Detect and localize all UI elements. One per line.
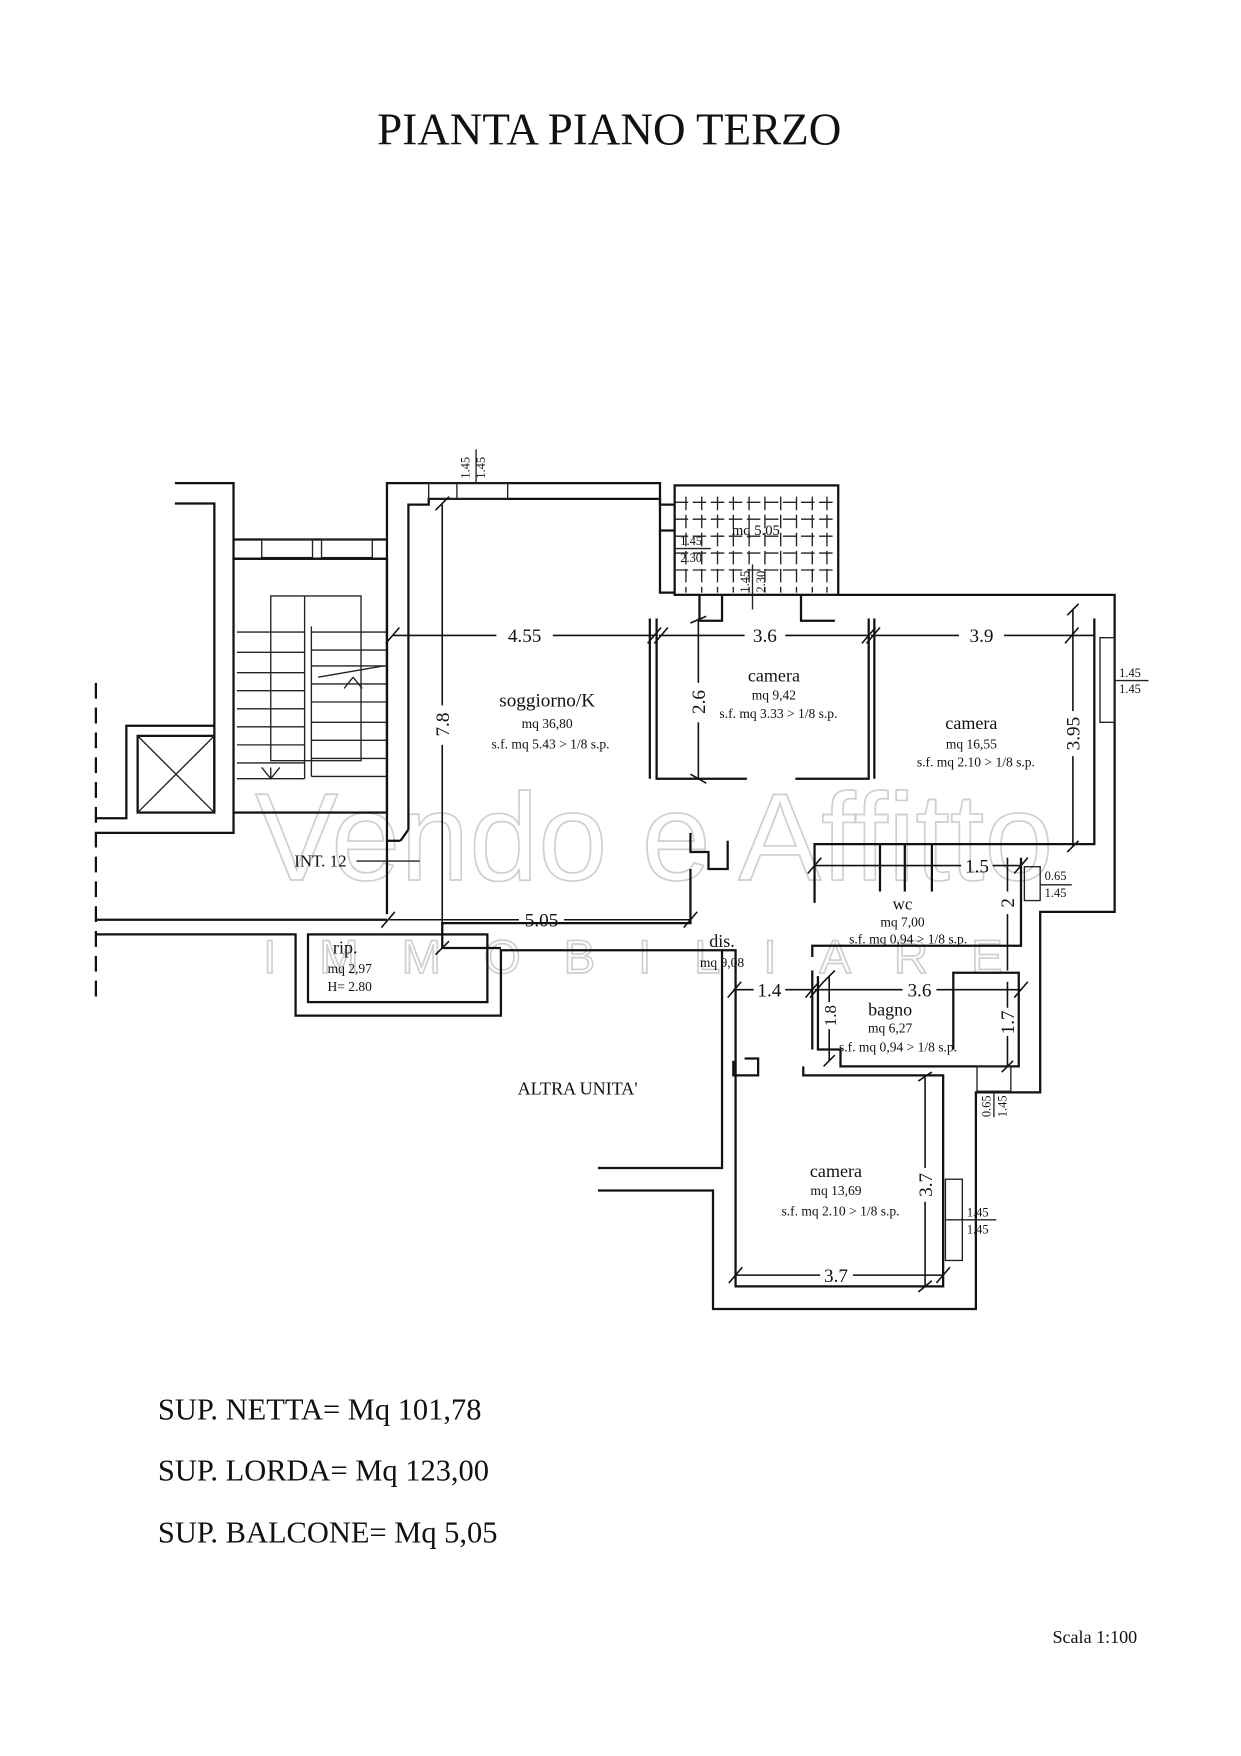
svg-text:mq 2,97: mq 2,97 <box>328 961 373 976</box>
dimension-labels: 4.55 3.6 3.9 7.8 2.6 3.95 5.05 1.5 2 1.4… <box>433 626 1085 1287</box>
svg-text:0.65: 0.65 <box>980 1095 994 1117</box>
lift <box>95 724 235 835</box>
window-camera-right: 1.45 1.45 <box>1099 637 1149 723</box>
dim-3-9: 3.9 <box>970 626 994 647</box>
room-camera-1: camera mq 9,42 s.f. mq 3.33 > 1/8 s.p. <box>719 666 837 721</box>
window-wc: 0.65 1.45 <box>1023 866 1072 902</box>
svg-text:2.30: 2.30 <box>754 571 768 593</box>
svg-text:1.45: 1.45 <box>458 457 472 479</box>
room-wc: wc mq 7,00 s.f. mq 0,94 > 1/8 s.p. <box>849 895 967 947</box>
window-camera-bottom: 1.45 1.45 <box>944 1178 997 1262</box>
window-bagno: 0.65 1.45 <box>976 1065 1012 1117</box>
svg-text:dis.: dis. <box>709 931 735 951</box>
svg-text:mq 9,08: mq 9,08 <box>700 955 745 970</box>
surface-summary: SUP. NETTA= Mq 101,78 SUP. LORDA= Mq 123… <box>158 1393 498 1550</box>
stairs <box>236 626 387 780</box>
balcony-area: mq 5.05 <box>732 523 780 539</box>
window-balcony-horizontal: 1.45 2.30 <box>674 534 711 565</box>
room-camera-2: camera mq 16,55 s.f. mq 2.10 > 1/8 s.p. <box>917 713 1035 769</box>
gross-surface: SUP. LORDA= Mq 123,00 <box>158 1453 489 1487</box>
svg-text:bagno: bagno <box>868 1000 912 1020</box>
dim-1-4: 1.4 <box>757 980 781 1001</box>
watermark: Vendo e Affitto IMMOBILIARE <box>254 768 1054 984</box>
svg-text:mq 7,00: mq 7,00 <box>880 915 925 930</box>
dim-3-7-horizontal: 3.7 <box>824 1266 848 1287</box>
plan-title: PIANTA PIANO TERZO <box>377 105 841 155</box>
svg-text:s.f. mq 0,94 > 1/8 s.p.: s.f. mq 0,94 > 1/8 s.p. <box>839 1040 957 1055</box>
svg-text:mq 36,80: mq 36,80 <box>522 716 573 731</box>
svg-text:mq 16,55: mq 16,55 <box>946 736 997 751</box>
svg-text:1.45: 1.45 <box>680 534 702 548</box>
svg-text:s.f. mq 0,94 > 1/8 s.p.: s.f. mq 0,94 > 1/8 s.p. <box>849 931 967 946</box>
common-areas <box>94 482 963 1311</box>
svg-text:s.f. mq 3.33 > 1/8 s.p.: s.f. mq 3.33 > 1/8 s.p. <box>719 706 837 721</box>
room-camera-3: camera mq 13,69 s.f. mq 2.10 > 1/8 s.p. <box>781 1161 899 1218</box>
svg-text:s.f. mq 2.10 > 1/8 s.p.: s.f. mq 2.10 > 1/8 s.p. <box>781 1203 899 1218</box>
dim-1-8: 1.8 <box>821 1005 840 1026</box>
dim-4-55: 4.55 <box>508 626 542 647</box>
svg-text:1.45: 1.45 <box>1119 666 1141 680</box>
dim-2: 2 <box>998 898 1019 908</box>
watermark-sub: IMMOBILIARE <box>263 931 1045 984</box>
svg-text:camera: camera <box>945 713 997 733</box>
apartment-walls <box>385 482 1116 1311</box>
svg-text:1.45: 1.45 <box>967 1205 989 1219</box>
svg-text:wc: wc <box>893 895 913 914</box>
svg-text:1.45: 1.45 <box>1045 886 1067 900</box>
dim-1-5: 1.5 <box>965 856 989 877</box>
svg-text:rip.: rip. <box>333 938 358 958</box>
svg-text:0.65: 0.65 <box>1045 869 1067 883</box>
svg-text:s.f. mq 2.10 > 1/8 s.p.: s.f. mq 2.10 > 1/8 s.p. <box>917 754 1035 769</box>
watermark-brand: Vendo e Affitto <box>255 769 1053 907</box>
svg-text:camera: camera <box>748 666 800 686</box>
svg-text:1.45: 1.45 <box>1119 682 1141 696</box>
svg-text:mq 9,42: mq 9,42 <box>752 688 797 703</box>
svg-text:2.30: 2.30 <box>680 551 702 565</box>
room-ripostiglio: rip. mq 2,97 H= 2.80 <box>328 938 373 994</box>
svg-text:s.f. mq 5.43 > 1/8 s.p.: s.f. mq 5.43 > 1/8 s.p. <box>492 736 610 751</box>
svg-text:1.45: 1.45 <box>967 1222 989 1236</box>
scale-label: Scala 1:100 <box>1053 1627 1138 1647</box>
svg-text:mq 13,69: mq 13,69 <box>810 1183 861 1198</box>
dim-1-7: 1.7 <box>998 1010 1019 1034</box>
window-top: 1.45 1.45 <box>458 449 488 484</box>
dim-7-8: 7.8 <box>433 713 454 737</box>
dim-5-05: 5.05 <box>525 911 559 932</box>
svg-text:1.45: 1.45 <box>995 1095 1009 1117</box>
svg-text:camera: camera <box>810 1161 862 1181</box>
dim-3-7-vertical: 3.7 <box>916 1172 937 1196</box>
dimension-lines <box>380 496 1095 1293</box>
svg-text:soggiorno/K: soggiorno/K <box>499 691 595 712</box>
dim-3-6-bagno: 3.6 <box>907 980 931 1001</box>
dim-3-6: 3.6 <box>753 626 777 647</box>
window-balcony-vertical: 1.45 2.30 <box>738 564 768 610</box>
balcony-surface: SUP. BALCONE= Mq 5,05 <box>158 1515 498 1549</box>
room-bagno: bagno mq 6,27 s.f. mq 0,94 > 1/8 s.p. <box>839 1000 957 1055</box>
dim-2-6: 2.6 <box>689 690 710 714</box>
unit-number-label: INT. 12 <box>294 852 346 871</box>
svg-text:1.45: 1.45 <box>474 457 488 479</box>
svg-text:mq 6,27: mq 6,27 <box>868 1021 913 1036</box>
room-soggiorno: soggiorno/K mq 36,80 s.f. mq 5.43 > 1/8 … <box>492 691 610 752</box>
other-unit-label: ALTRA UNITA' <box>518 1079 638 1099</box>
balcony <box>673 484 840 596</box>
svg-text:1.45: 1.45 <box>738 571 752 593</box>
svg-text:H= 2.80: H= 2.80 <box>328 979 373 994</box>
net-surface: SUP. NETTA= Mq 101,78 <box>158 1393 482 1427</box>
room-dis: dis. mq 9,08 <box>700 931 745 970</box>
dim-3-95: 3.95 <box>1064 717 1085 751</box>
